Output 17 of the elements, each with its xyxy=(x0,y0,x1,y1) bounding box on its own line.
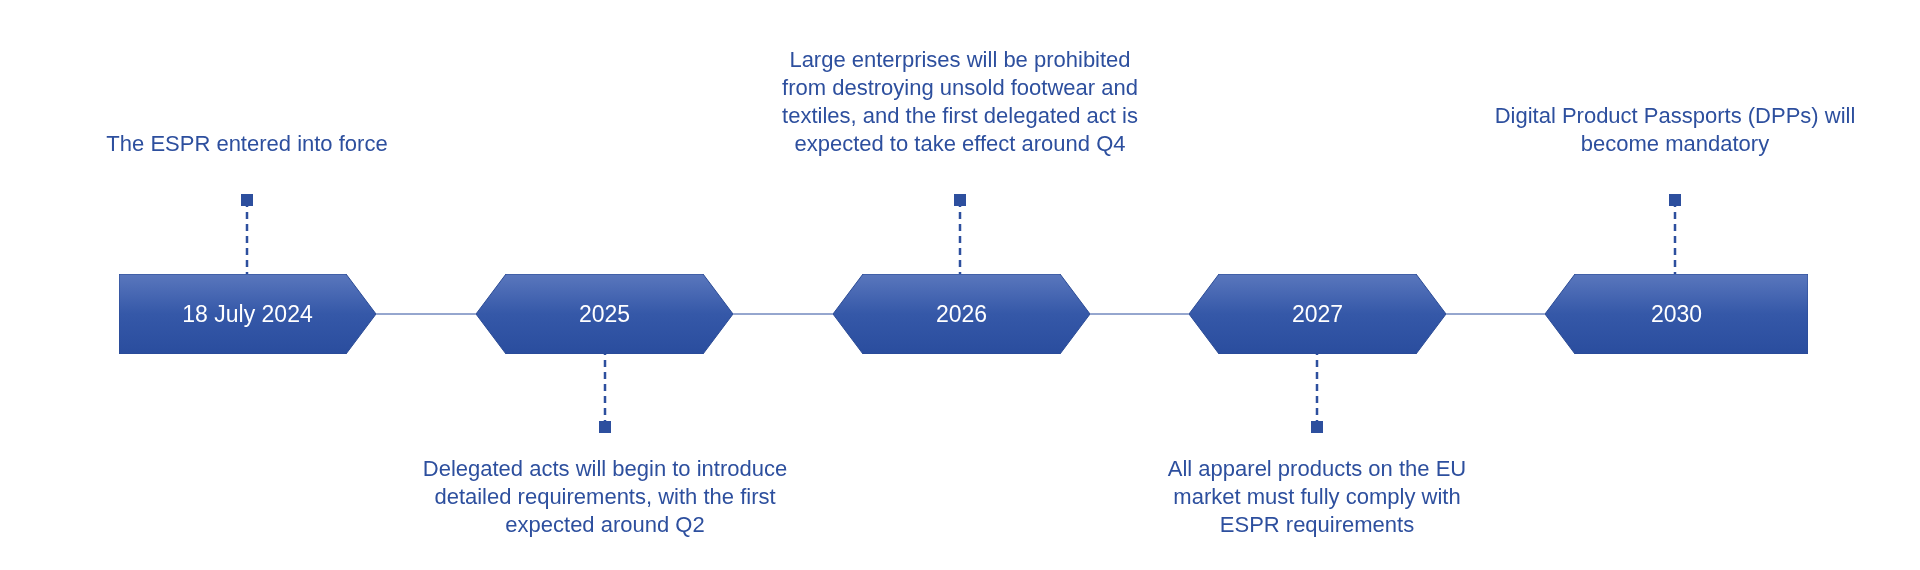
timeline-line xyxy=(732,313,834,315)
timeline-line xyxy=(1089,313,1190,315)
leader-line xyxy=(241,194,253,274)
timeline-line xyxy=(1445,313,1546,315)
milestone-text: Digital Product Passports (DPPs) will become mandatory xyxy=(1493,102,1857,158)
timeline-line xyxy=(375,313,477,315)
leader-line xyxy=(1669,194,1681,274)
milestone-text: Large enterprises will be prohibited from destroying unsold footwear and textiles, and the first delegated act is expected to take effect around Q4 xyxy=(781,46,1139,158)
milestone-text: Delegated acts will begin to introduce detailed requirements, with the first expected around Q2 xyxy=(421,455,789,539)
date-label: 2025 xyxy=(578,300,631,328)
date-label: 2030 xyxy=(1650,300,1703,328)
milestone-text: All apparel products on the EU market must fully comply with ESPR requirements xyxy=(1166,455,1468,539)
milestone-text: The ESPR entered into force xyxy=(106,130,388,158)
date-label: 2026 xyxy=(935,300,988,328)
date-label: 18 July 2024 xyxy=(182,300,313,328)
date-label: 2027 xyxy=(1291,300,1344,328)
leader-line xyxy=(954,194,966,274)
